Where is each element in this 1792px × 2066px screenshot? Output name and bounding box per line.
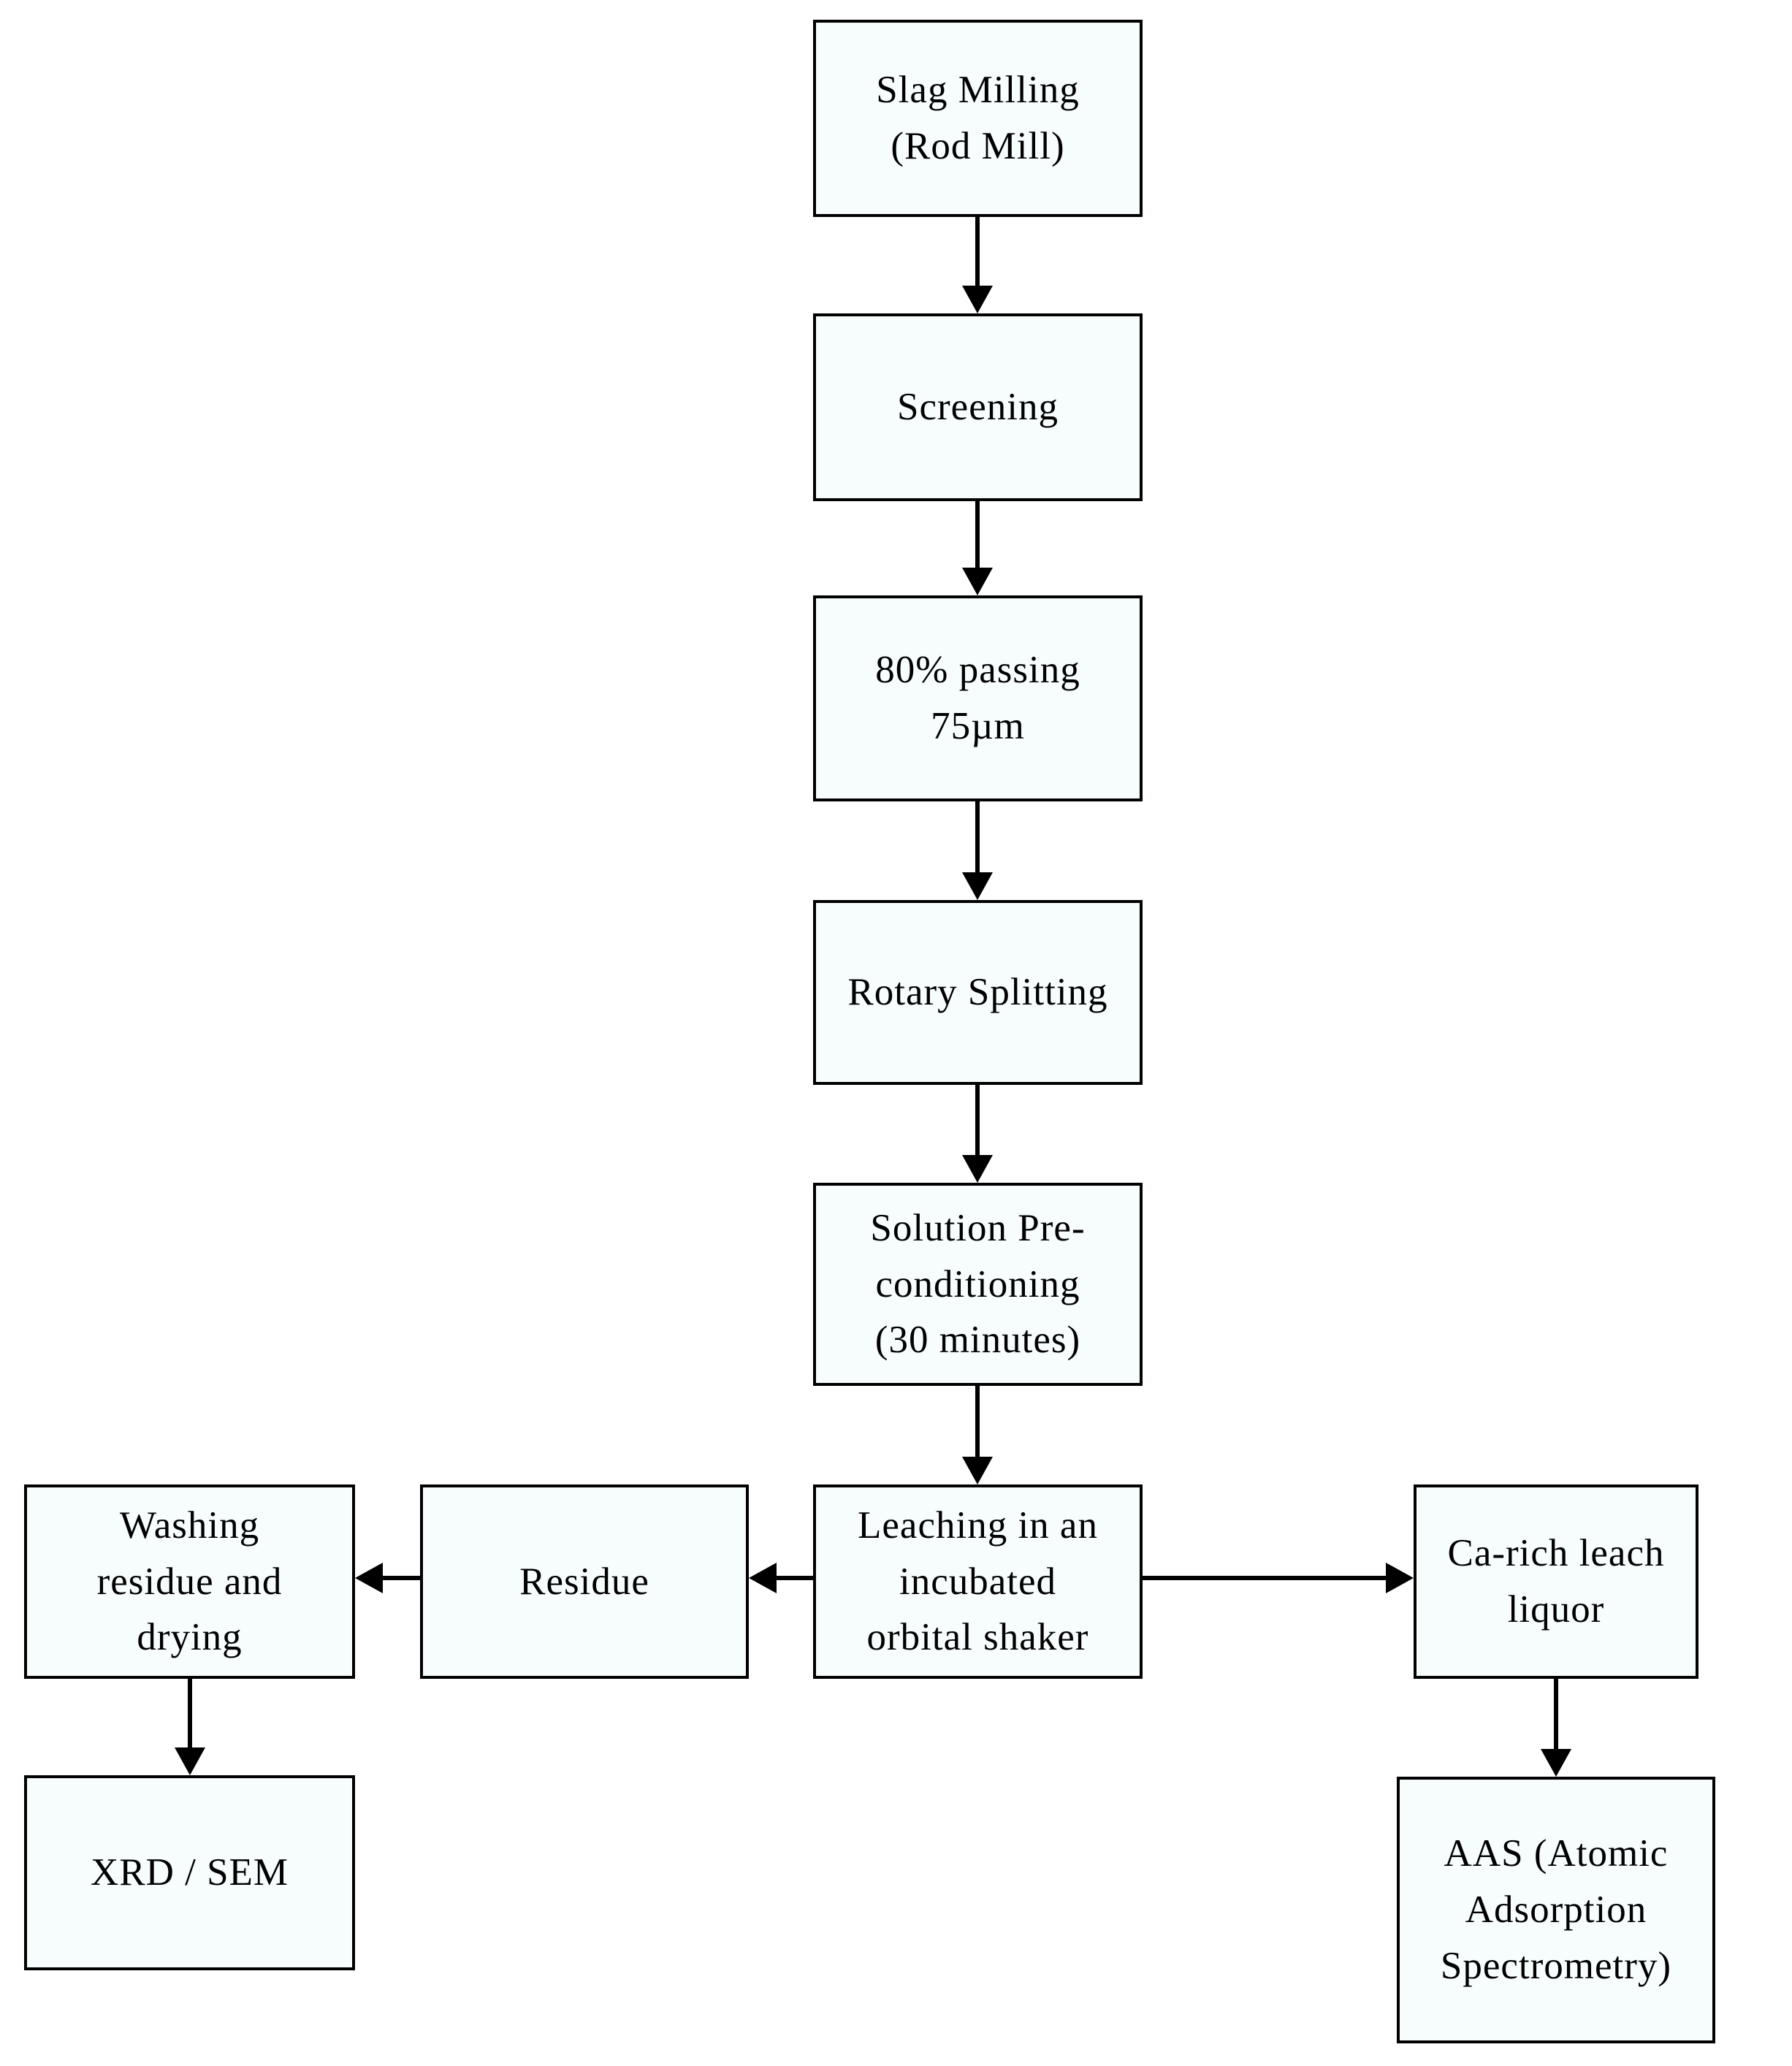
arrow-carich-to-aas-head [1541,1749,1571,1777]
node-label-line: Slag Milling [876,69,1080,112]
node-screening: Screening [813,313,1143,501]
node-label-line: Ca-rich leach [1447,1532,1665,1575]
arrow-passing-to-rotary-shaft [975,801,980,872]
node-label-line: Spectrometry) [1440,1944,1672,1987]
node-label-line: liquor [1507,1588,1605,1631]
node-label-line: orbital shaker [866,1616,1089,1659]
node-solution-preconditioning: Solution Pre- conditioning (30 minutes) [813,1183,1143,1386]
node-label-line: incubated [899,1560,1057,1603]
node-xrd-sem: XRD / SEM [24,1775,355,1970]
arrow-slag-to-screening-shaft [975,217,980,286]
node-80-percent-passing-75um: 80% passing 75µm [813,595,1143,801]
node-label-line: Washing [119,1503,260,1547]
node-label-line: Adsorption [1465,1888,1647,1932]
node-label-line: Screening [897,386,1059,429]
arrow-rotary-to-preconditioning-head [962,1155,993,1183]
node-label-line: Residue [519,1560,649,1603]
node-label-line: Rotary Splitting [847,971,1108,1014]
arrow-carich-to-aas-shaft [1554,1679,1558,1749]
arrow-slag-to-screening-head [962,286,993,313]
node-label-line: XRD / SEM [90,1851,289,1894]
node-ca-rich-leach-liquor: Ca-rich leach liquor [1414,1484,1698,1679]
node-leaching-orbital-shaker: Leaching in an incubated orbital shaker [813,1484,1143,1679]
node-label-line: 75µm [931,705,1025,747]
node-label-line: (30 minutes) [874,1319,1081,1362]
node-label-line: drying [137,1616,243,1659]
node-residue: Residue [420,1484,749,1679]
arrow-washing-to-xrd-head [175,1747,205,1775]
arrow-leaching-to-carich-shaft [1143,1576,1386,1580]
node-label-line: residue and [96,1560,283,1603]
arrow-leaching-to-carich-head [1386,1563,1414,1593]
arrow-passing-to-rotary-head [962,872,993,900]
arrow-rotary-to-preconditioning-shaft [975,1085,980,1155]
node-washing-residue-drying: Washing residue and drying [24,1484,355,1679]
arrow-leaching-to-residue-head [749,1563,777,1593]
arrow-washing-to-xrd-shaft [188,1679,192,1747]
arrow-preconditioning-to-leaching-shaft [975,1386,980,1457]
node-label-line: (Rod Mill) [891,125,1065,167]
arrow-residue-to-washing-head [355,1563,383,1593]
arrow-screening-to-passing-head [962,568,993,595]
node-aas-spectrometry: AAS (Atomic Adsorption Spectrometry) [1397,1777,1715,2043]
arrow-leaching-to-residue-shaft [777,1576,813,1580]
arrow-preconditioning-to-leaching-head [962,1457,993,1484]
node-label-line: 80% passing [875,649,1080,692]
node-label-line: Leaching in an [858,1503,1098,1547]
arrow-residue-to-washing-shaft [383,1576,420,1580]
node-label-line: conditioning [875,1262,1080,1305]
node-rotary-splitting: Rotary Splitting [813,900,1143,1085]
arrow-screening-to-passing-shaft [975,501,980,568]
node-label-line: Solution Pre- [870,1206,1086,1249]
node-label-line: AAS (Atomic [1444,1832,1669,1875]
node-slag-milling: Slag Milling (Rod Mill) [813,20,1143,217]
